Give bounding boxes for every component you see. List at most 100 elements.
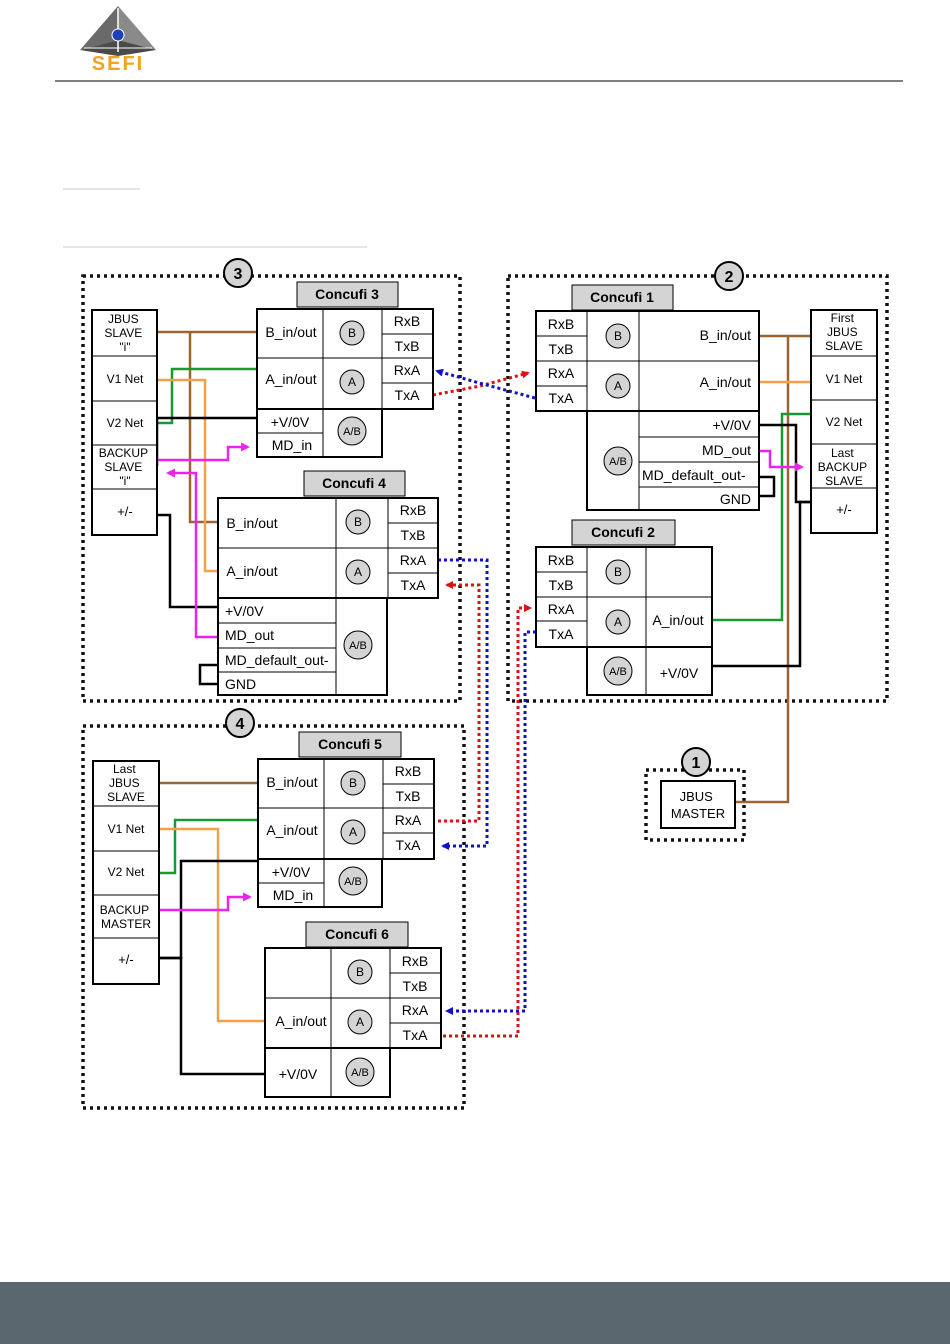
concufi-6: Concufi 6 B A A_in/out RxB TxB RxA TxA +… xyxy=(264,921,442,1098)
zone-badge-2: 2 xyxy=(714,261,744,291)
svg-text:TxA: TxA xyxy=(396,837,422,853)
concufi-5: Concufi 5 B_in/out A_in/out B A RxB TxB … xyxy=(257,731,435,908)
svg-text:A: A xyxy=(614,379,622,393)
svg-text:RxB: RxB xyxy=(394,313,420,329)
svg-text:4: 4 xyxy=(236,716,245,733)
svg-text:+/-: +/- xyxy=(836,502,852,517)
svg-text:+/-: +/- xyxy=(118,952,134,967)
svg-text:TxA: TxA xyxy=(403,1027,429,1043)
svg-text:TxA: TxA xyxy=(549,390,575,406)
device-column-zone-3: JBUS SLAVE "i" V1 Net V2 Net BACKUP SLAV… xyxy=(91,309,158,536)
svg-text:A/B: A/B xyxy=(351,1067,369,1079)
svg-text:B_in/out: B_in/out xyxy=(700,327,751,343)
svg-text:RxA: RxA xyxy=(402,1002,429,1018)
svg-text:BACKUP MASTER: BACKUP MASTER xyxy=(100,903,152,931)
zone-badge-4: 4 xyxy=(225,708,255,738)
svg-text:A_in/out: A_in/out xyxy=(700,374,751,390)
svg-text:+V/0V: +V/0V xyxy=(225,603,264,619)
svg-text:A: A xyxy=(354,565,362,579)
zone-2-boundary xyxy=(506,274,889,703)
svg-text:B: B xyxy=(356,965,364,979)
svg-text:A/B: A/B xyxy=(343,426,361,438)
svg-text:B: B xyxy=(349,776,357,790)
svg-text:BACKUP SLAVE "i": BACKUP SLAVE "i" xyxy=(99,446,151,488)
svg-text:RxA: RxA xyxy=(400,552,427,568)
device-column-zone-4: Last JBUS SLAVE V1 Net V2 Net BACKUP MAS… xyxy=(92,760,160,985)
svg-text:V2 Net: V2 Net xyxy=(108,865,145,879)
svg-text:B: B xyxy=(354,515,362,529)
svg-text:RxA: RxA xyxy=(548,601,575,617)
svg-text:A: A xyxy=(349,825,357,839)
svg-text:Last JBUS SLAVE: Last JBUS SLAVE xyxy=(107,762,145,804)
svg-text:V1 Net: V1 Net xyxy=(108,822,145,836)
svg-text:+V/0V: +V/0V xyxy=(712,417,751,433)
svg-text:RxA: RxA xyxy=(395,812,422,828)
zone-3-boundary xyxy=(81,274,462,703)
svg-text:Last BACKUP SLAVE: Last BACKUP SLAVE xyxy=(818,446,870,488)
svg-text:V2 Net: V2 Net xyxy=(107,416,144,430)
svg-text:JBUS SLAVE "i": JBUS SLAVE "i" xyxy=(104,312,145,354)
svg-text:B_in/out: B_in/out xyxy=(265,324,316,340)
svg-text:A_in/out: A_in/out xyxy=(226,563,277,579)
svg-text:First JBUS SLAVE: First JBUS SLAVE xyxy=(825,311,863,353)
svg-text:RxB: RxB xyxy=(395,763,421,779)
zone-4-boundary xyxy=(81,724,466,1110)
svg-text:MD_in: MD_in xyxy=(272,437,312,453)
svg-text:GND: GND xyxy=(720,491,751,507)
svg-text:TxB: TxB xyxy=(396,788,421,804)
svg-text:B: B xyxy=(614,565,622,579)
svg-text:JBUS MASTER: JBUS MASTER xyxy=(671,789,725,821)
svg-text:2: 2 xyxy=(725,269,734,286)
svg-text:RxB: RxB xyxy=(400,502,426,518)
logo-wordmark: SEFI xyxy=(92,53,144,75)
svg-text:B: B xyxy=(614,329,622,343)
svg-text:TxB: TxB xyxy=(549,577,574,593)
svg-text:RxB: RxB xyxy=(548,552,574,568)
svg-text:RxB: RxB xyxy=(548,316,574,332)
svg-text:Concufi 4: Concufi 4 xyxy=(322,475,386,491)
svg-text:Concufi 1: Concufi 1 xyxy=(590,289,654,305)
svg-text:A/B: A/B xyxy=(609,456,627,468)
svg-text:B_in/out: B_in/out xyxy=(266,774,317,790)
svg-text:A: A xyxy=(356,1015,364,1029)
concufi-2: Concufi 2 RxB TxB RxA TxA B A A_in/out A… xyxy=(535,519,713,696)
svg-text:B_in/out: B_in/out xyxy=(226,515,277,531)
svg-text:MD_default_out-: MD_default_out- xyxy=(225,652,329,668)
zone-badge-3: 3 xyxy=(223,258,253,288)
svg-text:V1 Net: V1 Net xyxy=(107,372,144,386)
device-column-zone-2: First JBUS SLAVE V1 Net V2 Net Last BACK… xyxy=(810,309,878,534)
svg-text:+V/0V: +V/0V xyxy=(271,414,310,430)
svg-text:MD_out: MD_out xyxy=(225,627,274,643)
svg-text:V1 Net: V1 Net xyxy=(826,372,863,386)
svg-text:Concufi 2: Concufi 2 xyxy=(591,524,655,540)
svg-text:A_in/out: A_in/out xyxy=(275,1013,326,1029)
svg-text:+V/0V: +V/0V xyxy=(279,1066,318,1082)
svg-text:A_in/out: A_in/out xyxy=(265,371,316,387)
svg-text:TxA: TxA xyxy=(549,626,575,642)
svg-text:MD_in: MD_in xyxy=(273,887,313,903)
page-footer-band xyxy=(0,1282,950,1344)
svg-text:A/B: A/B xyxy=(344,876,362,888)
svg-text:3: 3 xyxy=(234,266,243,283)
svg-text:RxA: RxA xyxy=(394,362,421,378)
svg-text:B: B xyxy=(348,326,356,340)
serial-links xyxy=(432,368,536,1038)
svg-text:A: A xyxy=(614,615,622,629)
svg-text:TxB: TxB xyxy=(401,527,426,543)
svg-text:RxB: RxB xyxy=(402,953,428,969)
svg-text:1: 1 xyxy=(692,755,701,772)
svg-text:+/-: +/- xyxy=(117,504,133,519)
svg-text:Concufi 5: Concufi 5 xyxy=(318,736,382,752)
svg-text:MD_default_out-: MD_default_out- xyxy=(642,467,746,483)
svg-text:+V/0V: +V/0V xyxy=(272,864,311,880)
concufi-3: Concufi 3 B_in/out A_in/out B A RxB TxB … xyxy=(256,281,434,458)
jbus-master: JBUS MASTER xyxy=(660,780,736,829)
svg-text:TxB: TxB xyxy=(549,341,574,357)
svg-text:A_in/out: A_in/out xyxy=(266,822,317,838)
concufi-4: Concufi 4 B_in/out A_in/out B A RxB TxB … xyxy=(217,470,439,696)
svg-text:Concufi 3: Concufi 3 xyxy=(315,286,379,302)
svg-text:A: A xyxy=(348,375,356,389)
svg-text:TxB: TxB xyxy=(395,338,420,354)
svg-text:MD_out: MD_out xyxy=(702,442,751,458)
svg-text:RxA: RxA xyxy=(548,365,575,381)
